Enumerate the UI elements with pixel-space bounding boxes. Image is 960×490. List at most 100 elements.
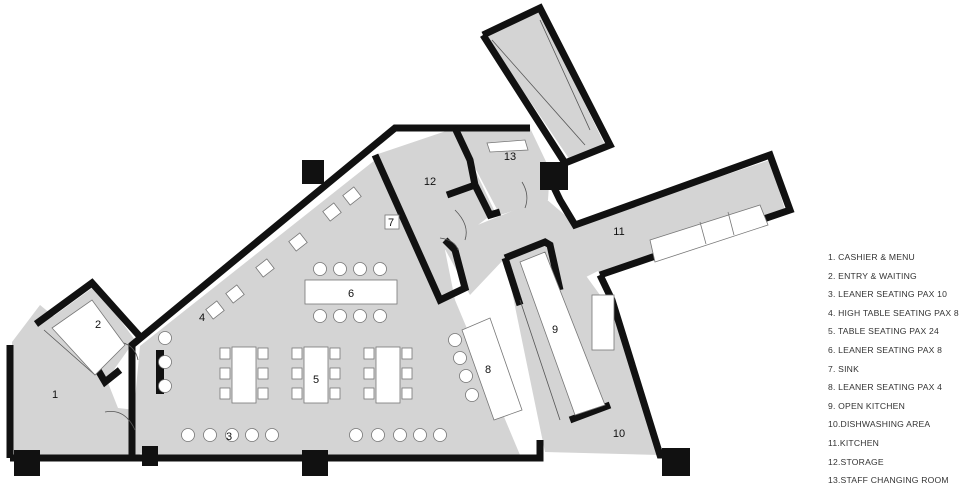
stool (333, 309, 347, 323)
stools (158, 262, 479, 442)
door-swing (439, 237, 459, 251)
legend-item: 13.STAFF CHANGING ROOM (828, 475, 949, 486)
chair (257, 387, 269, 400)
room-number-13: 13 (504, 151, 516, 163)
chair (401, 347, 413, 360)
wall-main-diagonal (128, 124, 530, 458)
chair (219, 367, 231, 380)
high-table (225, 284, 245, 304)
room-number-5: 5 (313, 374, 319, 386)
high-table (322, 202, 342, 222)
table-group (363, 346, 413, 404)
columns (14, 160, 690, 476)
leaner-counter-8 (461, 317, 523, 421)
room-number-10: 10 (613, 428, 625, 440)
table (231, 346, 257, 404)
column (14, 450, 40, 476)
stool (181, 428, 195, 442)
room-number-9: 9 (552, 324, 558, 336)
column (302, 450, 328, 476)
legend-item: 12.STORAGE (828, 456, 884, 467)
door-swing (104, 411, 136, 431)
legend-item: 4. HIGH TABLE SEATING PAX 8 (828, 307, 959, 318)
chair (329, 367, 341, 380)
kitchen-counter (649, 204, 769, 263)
chair (329, 347, 341, 360)
table (303, 346, 329, 404)
legend-item: 11.KITCHEN (828, 437, 880, 448)
stool (465, 388, 479, 402)
chute-inner (491, 39, 586, 146)
chair (257, 367, 269, 380)
high-table (205, 300, 225, 320)
open-kitchen-counter (519, 251, 606, 416)
door-swing (521, 181, 528, 209)
chair (401, 387, 413, 400)
stool (413, 428, 427, 442)
table-group (291, 346, 341, 404)
stool (373, 262, 387, 276)
stool (158, 355, 172, 369)
stool (373, 309, 387, 323)
stool (158, 379, 172, 393)
table (375, 346, 401, 404)
stool (353, 262, 367, 276)
wall-entry-south (94, 367, 123, 388)
cashier-floor (12, 305, 140, 455)
stool (353, 309, 367, 323)
stool (313, 262, 327, 276)
stool (448, 333, 462, 347)
high-table (342, 186, 362, 206)
storage-floor (375, 128, 495, 305)
stool (225, 428, 239, 442)
stool (459, 369, 473, 383)
column (540, 162, 568, 190)
chair (363, 367, 375, 380)
chute-inner (539, 19, 591, 131)
sink (384, 214, 400, 230)
stool (203, 428, 217, 442)
furniture (51, 139, 769, 421)
chair (219, 347, 231, 360)
chair (291, 387, 303, 400)
stool (333, 262, 347, 276)
stool (371, 428, 385, 442)
leaner-edge (43, 329, 96, 376)
chair (291, 347, 303, 360)
room-number-7: 7 (388, 217, 394, 229)
column (142, 446, 158, 466)
wall-entry-north (33, 278, 146, 343)
chair (219, 387, 231, 400)
column (302, 160, 324, 184)
legend-item: 6. LEANER SEATING PAX 8 (828, 344, 943, 355)
high-table (255, 258, 275, 278)
room-number-6: 6 (348, 288, 354, 300)
wall-south (10, 440, 544, 462)
legend-item: 5. TABLE SEATING PAX 24 (828, 326, 939, 337)
details (43, 19, 591, 431)
legend-item: 8. LEANER SEATING PAX 4 (828, 382, 943, 393)
chair (257, 347, 269, 360)
stool (453, 351, 467, 365)
locker (486, 139, 529, 153)
column (156, 350, 164, 394)
room-number-4: 4 (199, 312, 205, 324)
legend-item: 1. CASHIER & MENU (828, 252, 915, 262)
stool (265, 428, 279, 442)
table-group (219, 346, 269, 404)
chair (329, 387, 341, 400)
legend-item: 2. ENTRY & WAITING (828, 270, 917, 281)
door-swing (454, 209, 467, 241)
kitchen-counter-divider (727, 211, 735, 236)
chute-floor (485, 12, 605, 160)
legend: 1. CASHIER & MENU 2. ENTRY & WAITING 3. LE… (828, 248, 959, 490)
main-dining-floor (130, 160, 520, 455)
legend-item: 3. LEANER SEATING PAX 10 (828, 289, 948, 300)
room-number-12: 12 (424, 176, 436, 188)
wall-storage-shelf (445, 181, 477, 199)
wall-open-kitchen-west2 (501, 256, 524, 307)
room-number-8: 8 (485, 364, 491, 376)
wall-dishwash-divider (568, 401, 612, 424)
kitchen-floor (575, 160, 785, 275)
wall-open-kitchen-west (503, 238, 564, 291)
